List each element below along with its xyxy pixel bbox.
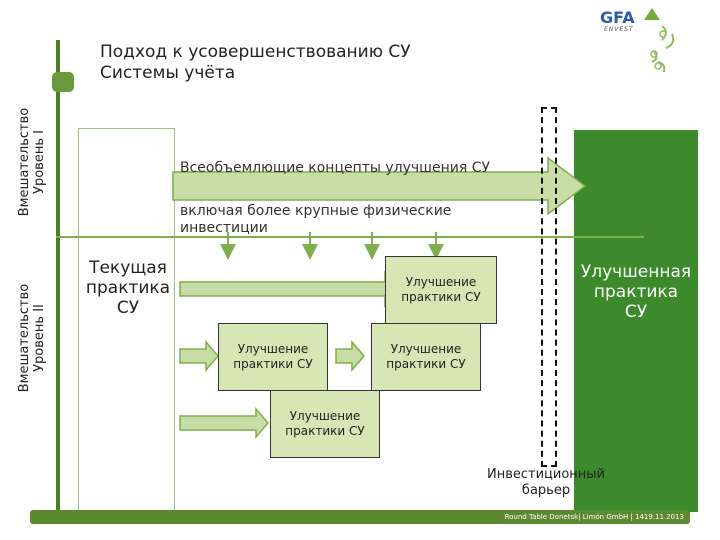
improved-practice-line3: СУ — [624, 302, 648, 322]
improvement-box-line2: практики СУ — [386, 357, 466, 371]
level-divider-horizontal — [56, 236, 644, 238]
level1-marker — [52, 72, 74, 92]
current-practice-line1: Текущая — [89, 258, 167, 278]
arrow-box2-to-box3 — [335, 339, 365, 373]
concept-arrow — [172, 156, 587, 216]
concept-sublabel-line1: включая более крупные физические — [180, 203, 452, 219]
improvement-box-line2: практики СУ — [401, 290, 481, 304]
investment-barrier-label: Инвестиционный барьер — [466, 467, 626, 499]
level2-arrow — [179, 270, 407, 308]
level-divider-vertical — [56, 40, 60, 518]
improved-practice-line2: практика — [593, 282, 679, 302]
improvement-box-line1: Улучшение — [289, 409, 361, 423]
logo-text: GFA — [600, 8, 635, 27]
improvement-box-line2: практики СУ — [285, 424, 365, 438]
page-title-line1: Подход к усовершенствованию СУ — [100, 42, 411, 62]
page-title: Подход к усовершенствованию СУ Системы у… — [100, 42, 411, 84]
concept-sublabel-line2: инвестиции — [180, 220, 268, 236]
investment-barrier — [541, 107, 557, 467]
footer-bar: Round Table Donetsk| Limón GmbH | 14 19.… — [30, 510, 690, 524]
improvement-box-line1: Улучшение — [237, 342, 309, 356]
current-practice-box — [78, 128, 175, 512]
footer-text: Round Table Donetsk| Limón GmbH | 14 — [504, 513, 644, 521]
improvement-box-line1: Улучшение — [405, 275, 477, 289]
concept-sublabel: включая более крупные физические инвести… — [180, 203, 451, 237]
improvement-box-line1: Улучшение — [390, 342, 462, 356]
improvement-box: Улучшение практики СУ — [270, 390, 380, 458]
logo-graphic — [644, 8, 675, 73]
current-practice-line2: практика — [85, 278, 171, 298]
current-practice-label: Текущая практика СУ — [82, 258, 174, 318]
logo-subtext: ENVEST — [604, 26, 634, 33]
improvement-box-line2: практики СУ — [233, 357, 313, 371]
barrier-label-line1: Инвестиционный — [486, 467, 605, 482]
improvement-box: Улучшение практики СУ — [218, 323, 328, 391]
arrow-to-box2 — [179, 339, 219, 373]
arrow-to-box4 — [179, 406, 269, 440]
gfa-logo — [592, 4, 712, 88]
footer-date: 19.11.2013 — [643, 513, 684, 521]
improved-practice-label: Улучшенная практика СУ — [574, 262, 698, 322]
improvement-box: Улучшение практики СУ — [371, 323, 481, 391]
improved-practice-box — [574, 130, 698, 512]
concept-label: Всеобъемлющие концепты улучшения СУ — [180, 160, 491, 176]
improved-practice-line1: Улучшенная — [580, 262, 692, 282]
page-title-line2: Системы учёта — [100, 63, 236, 83]
current-practice-line3: СУ — [116, 298, 140, 318]
improvement-box: Улучшение практики СУ — [385, 256, 497, 324]
barrier-label-line2: барьер — [521, 483, 571, 498]
